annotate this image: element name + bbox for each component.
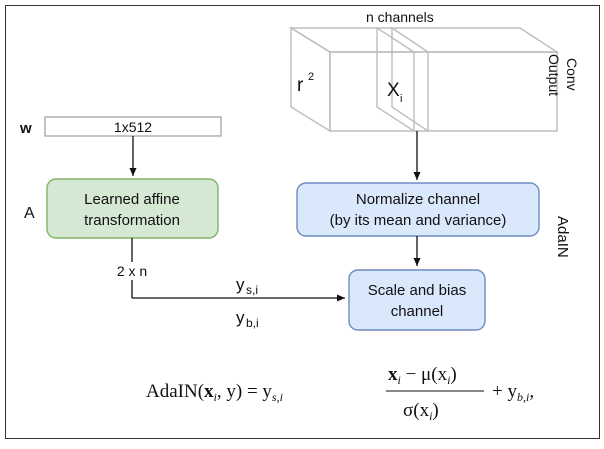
scale-bias-box bbox=[348, 269, 486, 331]
conv-output-label: Conv Output bbox=[546, 54, 580, 96]
svg-text:2: 2 bbox=[308, 71, 314, 83]
affine-label-line2: transformation bbox=[84, 212, 180, 229]
svg-text:y: y bbox=[236, 275, 245, 294]
ys-label: y s,i bbox=[236, 275, 258, 297]
svg-text:i: i bbox=[400, 93, 402, 105]
normalize-channel-box bbox=[296, 182, 540, 237]
affine-label-line1: Learned affine bbox=[84, 191, 180, 208]
svg-text:+ yb,i,: + yb,i, bbox=[492, 381, 534, 404]
conv-output-block bbox=[288, 26, 560, 133]
normalize-label-line2: (by its mean and variance) bbox=[330, 212, 507, 229]
channels-count-label: n channels bbox=[366, 9, 434, 25]
svg-text:s,i: s,i bbox=[246, 283, 258, 297]
svg-text:b,i: b,i bbox=[246, 316, 259, 330]
channel-slice-front bbox=[376, 26, 415, 133]
svg-text:xi − μ(xi): xi − μ(xi) bbox=[388, 364, 457, 387]
w-label: w bbox=[19, 120, 32, 137]
a-label: A bbox=[24, 205, 35, 222]
two-n-bg bbox=[110, 262, 158, 280]
affine-transformation-box bbox=[46, 178, 219, 239]
svg-text:Output: Output bbox=[546, 54, 562, 96]
normalize-label-line1: Normalize channel bbox=[356, 191, 480, 208]
adain-label: AdaIN bbox=[554, 216, 571, 258]
yb-label: y b,i bbox=[236, 308, 259, 330]
scale-label-line1: Scale and bias bbox=[368, 282, 466, 299]
r-squared-label: r 2 bbox=[297, 71, 314, 96]
cube-top-face bbox=[288, 27, 560, 53]
svg-text:r: r bbox=[297, 75, 304, 96]
two-n-label: 2 x n bbox=[117, 263, 147, 279]
channel-slice-back bbox=[391, 26, 429, 133]
adain-formula: AdaIN(xi, y) = ys,i xi − μ(xi) σ(xi) + y… bbox=[146, 364, 534, 423]
w-dimension-label: 1x512 bbox=[114, 119, 152, 135]
scale-label-line2: channel bbox=[391, 303, 444, 320]
svg-text:σ(xi): σ(xi) bbox=[403, 400, 439, 423]
figure-frame bbox=[5, 5, 600, 439]
svg-text:y: y bbox=[236, 308, 245, 327]
svg-text:X: X bbox=[387, 80, 400, 101]
x-i-label: X i bbox=[387, 80, 402, 105]
svg-text:AdaIN(xi, y) = ys,i: AdaIN(xi, y) = ys,i bbox=[146, 381, 283, 404]
svg-text:Conv: Conv bbox=[564, 58, 580, 91]
cube-front-face bbox=[329, 51, 558, 132]
